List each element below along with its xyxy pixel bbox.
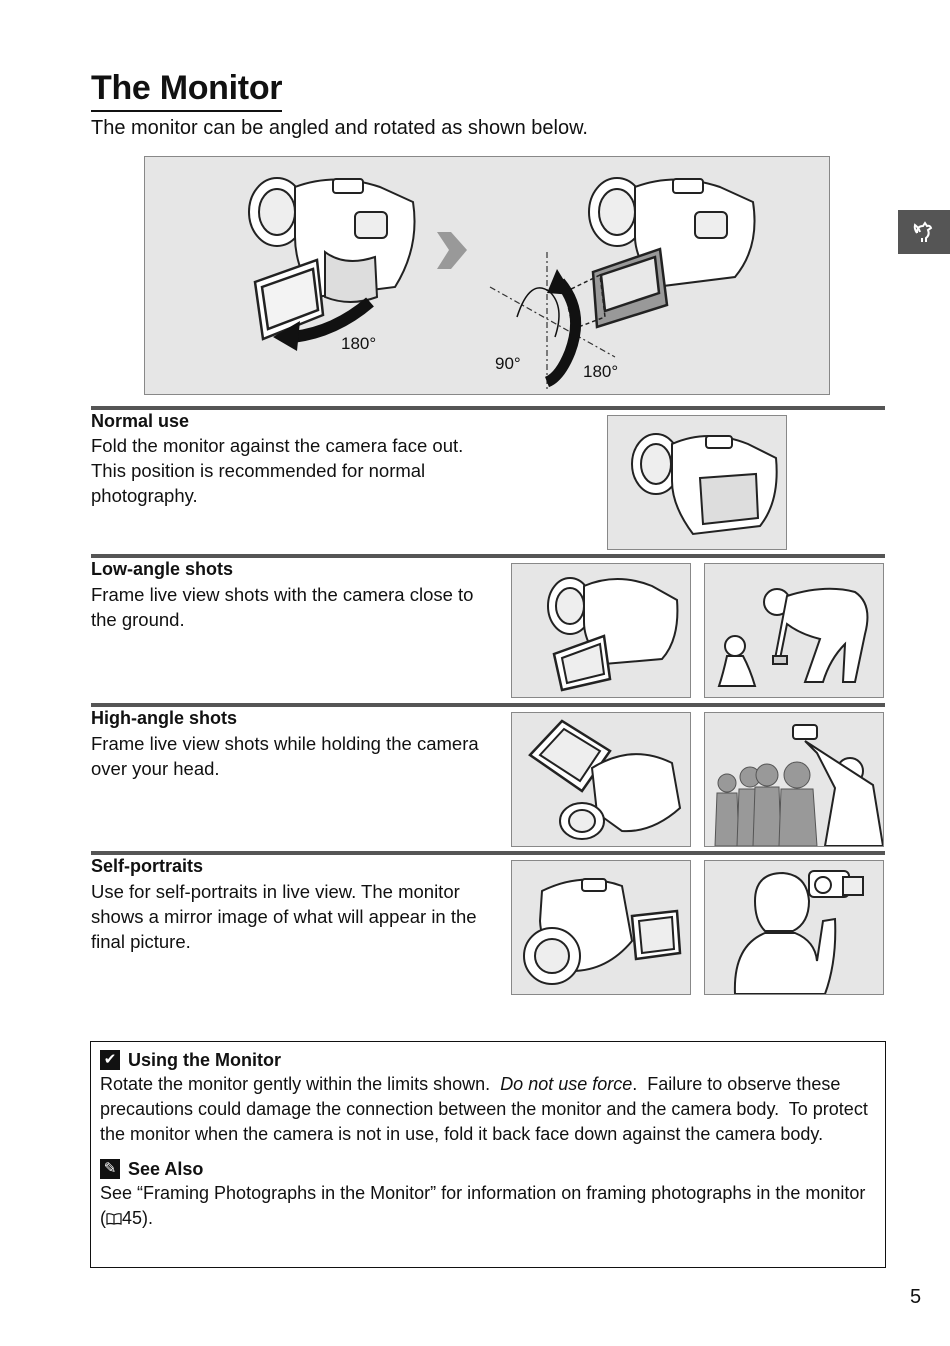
section-body-normal-use: Fold the monitor against the camera face… — [91, 435, 464, 506]
transition-arrow-icon — [437, 232, 467, 269]
low-angle-camera-illustration — [511, 563, 691, 698]
section-divider — [91, 406, 885, 410]
section-divider — [91, 851, 885, 855]
note-body-see-also: See “Framing Photographs in the Monitor”… — [100, 1183, 866, 1228]
section-heading-high-angle: High-angle shots — [91, 708, 238, 728]
rooster-icon — [913, 221, 933, 242]
note-body-using-monitor: Rotate the monitor gently within the lim… — [100, 1074, 873, 1144]
page-number: 5 — [910, 1286, 922, 1308]
angle-90-label: 90° — [495, 354, 521, 373]
camera-left-illustration — [248, 177, 416, 303]
angle-180-right-label: 180° — [583, 362, 618, 381]
rotate-180-arrow-left — [292, 297, 374, 343]
page-reference-link[interactable]: 45 — [122, 1208, 143, 1228]
section-heading-low-angle: Low-angle shots — [91, 559, 234, 579]
section-heading-normal-use: Normal use — [91, 411, 190, 431]
note-heading-see-also: See Also — [128, 1159, 204, 1179]
section-divider — [91, 703, 885, 707]
section-heading-self-portraits: Self-portraits — [91, 856, 204, 876]
low-angle-person-illustration — [704, 563, 884, 698]
normal-use-illustration — [607, 415, 787, 550]
self-portrait-camera-illustration — [511, 860, 691, 995]
page-subtitle: The monitor can be angled and rotated as… — [91, 117, 588, 139]
note-heading-using-monitor: Using the Monitor — [128, 1050, 281, 1070]
caution-note-box: ✔ Using the Monitor Rotate the monitor g… — [90, 1041, 886, 1268]
camera-right-illustration — [588, 177, 756, 289]
chapter-tab — [898, 210, 950, 254]
arrow-head-left — [273, 321, 300, 351]
high-angle-camera-illustration — [511, 712, 691, 847]
checkmark-icon: ✔ — [100, 1050, 120, 1070]
monitor-rotation-illustration: 180° 90° 180° — [144, 156, 830, 395]
section-body-high-angle: Frame live view shots while holding the … — [91, 733, 479, 779]
pencil-icon: ✎ — [100, 1159, 120, 1179]
angle-180-left-label: 180° — [341, 334, 376, 353]
page-title: The Monitor — [91, 66, 283, 112]
section-divider — [91, 554, 885, 558]
self-portrait-person-illustration — [704, 860, 884, 995]
section-body-self-portraits: Use for self-portraits in live view. The… — [91, 881, 477, 952]
arrow-head-right — [547, 269, 573, 295]
section-body-low-angle: Frame live view shots with the camera cl… — [91, 584, 474, 630]
monitor-left-illustration — [253, 258, 325, 341]
book-icon — [106, 1213, 122, 1225]
high-angle-person-illustration — [704, 712, 884, 847]
rotate-90-arrow — [516, 287, 560, 338]
rotate-180-arrow-right — [544, 278, 582, 388]
